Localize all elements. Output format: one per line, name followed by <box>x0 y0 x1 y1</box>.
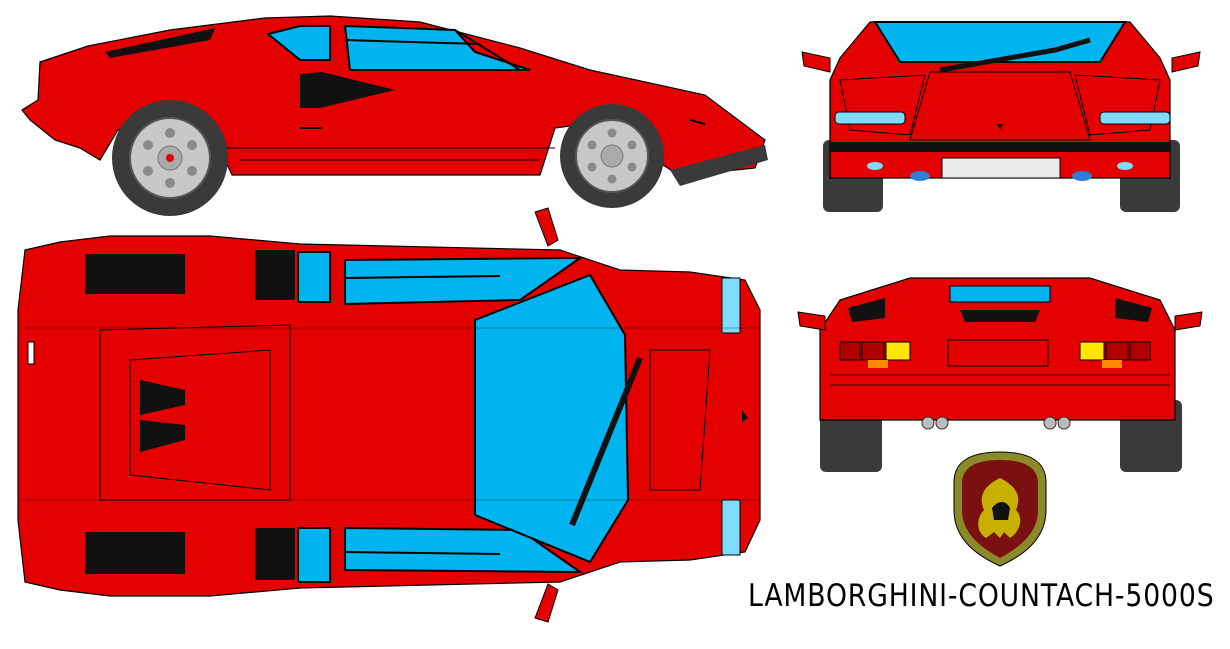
rear-mirror-right <box>1174 311 1203 331</box>
rear-indicator-right <box>1079 341 1105 361</box>
top-wiper <box>569 356 643 527</box>
side-air-intake <box>300 72 395 108</box>
side-louvre <box>105 28 215 58</box>
model-caption: LAMBORGHINI-COUNTACH-5000S <box>748 578 1215 614</box>
front-windshield <box>873 21 1127 63</box>
top-engine-vent-2 <box>140 420 185 452</box>
side-view <box>21 15 768 216</box>
side-main-window <box>343 24 531 71</box>
top-windshield <box>474 273 630 564</box>
front-headlight-right <box>1099 111 1171 125</box>
rear-mirror-left <box>797 311 826 331</box>
side-front-wheel <box>560 104 664 208</box>
front-headlight-left <box>834 111 906 125</box>
rear-view <box>797 277 1203 472</box>
rear-exhaust-1 <box>921 416 935 430</box>
front-view <box>801 21 1201 212</box>
rear-window <box>949 285 1051 303</box>
top-louvre-right <box>85 532 185 574</box>
rear-taillight-right-outer <box>1129 341 1151 361</box>
rear-plate-recess <box>947 339 1049 367</box>
top-louvre-left <box>85 254 185 294</box>
front-mirror-right <box>1171 51 1201 73</box>
side-rear-wheel <box>112 100 228 216</box>
top-mirror-left <box>534 207 559 247</box>
rear-exhaust-4 <box>1057 416 1071 430</box>
rear-taillight-left-outer <box>839 341 861 361</box>
top-side-window-right <box>344 526 584 574</box>
side-front-spoiler <box>670 145 768 186</box>
front-license-plate <box>941 157 1061 179</box>
front-mirror-left <box>801 51 831 73</box>
rear-indicator-left <box>885 341 911 361</box>
top-view <box>17 207 761 623</box>
top-side-window-left <box>344 256 584 306</box>
side-rear-window <box>265 25 331 61</box>
lamborghini-badge-icon <box>953 451 1047 567</box>
top-headlight-left <box>721 277 741 334</box>
top-headlight-right <box>721 499 741 556</box>
top-mirror-right <box>534 583 559 623</box>
top-engine-vent-1 <box>140 380 185 415</box>
